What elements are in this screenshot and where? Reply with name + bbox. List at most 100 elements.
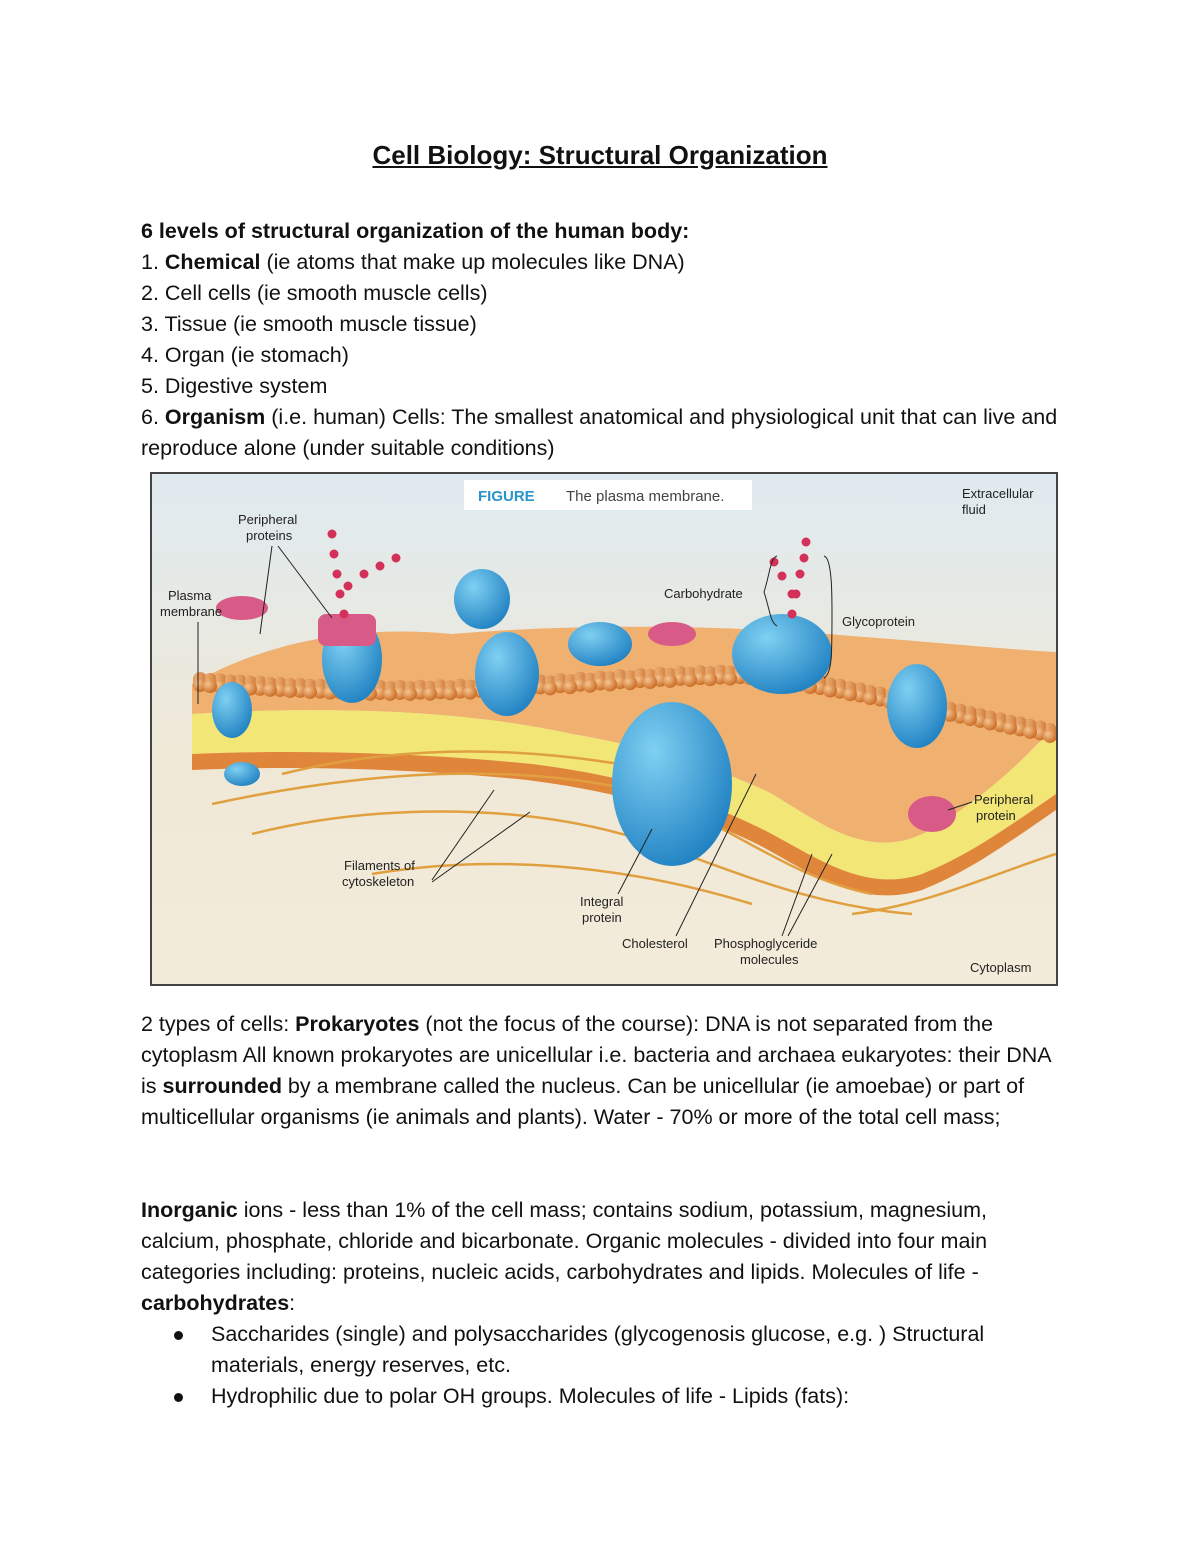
bullet-dot	[174, 1331, 183, 1340]
label-filaments-1: Filaments of	[344, 858, 415, 873]
label-phospho-2: molecules	[740, 952, 799, 967]
label-peripheral-top-2: proteins	[246, 528, 293, 543]
integral-protein	[612, 702, 732, 866]
protein-left-small	[212, 682, 252, 738]
sugar-unit	[799, 553, 809, 563]
leader-peripheral-2	[277, 545, 333, 619]
leader-filaments-2	[431, 811, 531, 883]
phospholipid-head	[563, 680, 577, 695]
bullet-item: Hydrophilic due to polar OH groups. Mole…	[141, 1381, 1071, 1412]
cell-types-paragraph: 2 types of cells: Prokaryotes (not the f…	[141, 1012, 1051, 1129]
phospholipid-head	[863, 691, 877, 706]
level-item-1: 1. Chemical (ie atoms that make up molec…	[141, 250, 685, 274]
leader-phospho-2	[787, 853, 833, 937]
phospholipid-head	[303, 684, 317, 699]
carbohydrate-chains	[327, 529, 811, 619]
phospholipid-head	[1043, 728, 1056, 743]
phospholipid-head	[963, 712, 977, 727]
hydrophobic-core	[192, 710, 1056, 880]
leader-filaments-1	[431, 789, 495, 881]
peripheral-protein-left	[216, 596, 268, 620]
peripheral-protein-top	[318, 614, 376, 646]
phospholipid-head	[583, 678, 597, 693]
level-item-4: 4. Organ (ie stomach)	[141, 343, 349, 367]
bullet-item: Saccharides (single) and polysaccharides…	[141, 1319, 1071, 1381]
phospholipid-head	[663, 673, 677, 688]
protein-left-bottom	[224, 762, 260, 786]
sugar-unit	[335, 589, 345, 599]
phospholipid-head	[423, 686, 437, 701]
label-extracellular-1: Extracellular	[962, 486, 1034, 501]
level-item-3: 3. Tissue (ie smooth muscle tissue)	[141, 312, 477, 336]
label-cytoplasm: Cytoplasm	[970, 960, 1031, 975]
phospholipid-head	[983, 716, 997, 731]
bullet-dot	[174, 1393, 183, 1402]
phospholipid-head	[403, 686, 417, 701]
protein-right	[887, 664, 947, 748]
sugar-unit	[339, 609, 349, 619]
sugar-unit	[332, 569, 342, 579]
peripheral-protein-right	[908, 796, 956, 832]
membrane-diagram: FIGURE The plasma membrane. Extracellula…	[152, 474, 1056, 984]
phospholipid-head	[463, 685, 477, 700]
label-glycoprotein: Glycoprotein	[842, 614, 915, 629]
sugar-unit	[343, 581, 353, 591]
leader-peripheral-1	[259, 545, 273, 635]
bracket-carbohydrate	[763, 555, 778, 627]
phospholipid-head	[603, 677, 617, 692]
label-cholesterol: Cholesterol	[622, 936, 688, 951]
sugar-unit	[329, 549, 339, 559]
phospholipid-head	[203, 679, 217, 693]
protein-globular-3	[568, 622, 632, 666]
label-plasma-membrane-2: membrane	[160, 604, 222, 619]
leader-cholesterol	[675, 773, 757, 937]
phospholipid-head	[723, 671, 737, 686]
levels-section: 6 levels of structural organization of t…	[141, 216, 1071, 464]
label-integral-1: Integral	[580, 894, 623, 909]
phospholipid-head	[843, 687, 857, 702]
sugar-unit	[375, 561, 385, 571]
level-item-6: 6. Organism (i.e. human) Cells: The smal…	[141, 405, 1058, 460]
sugar-unit	[359, 569, 369, 579]
protein-globular-1	[454, 569, 510, 629]
label-integral-2: protein	[582, 910, 622, 925]
phospholipid-head	[703, 672, 717, 687]
label-plasma-membrane-1: Plasma	[168, 588, 212, 603]
sugar-unit	[391, 553, 401, 563]
phospholipid-head	[383, 686, 397, 701]
leader-peripheral-right	[947, 801, 973, 811]
sugar-unit	[327, 529, 337, 539]
label-peripheral-right-2: protein	[976, 808, 1016, 823]
phospholipid-head	[643, 674, 657, 689]
sugar-unit	[769, 557, 779, 567]
inorganic-paragraph: Inorganic ions - less than 1% of the cel…	[141, 1198, 988, 1315]
level-item-5: 5. Digestive system	[141, 374, 328, 398]
level-item-2: 2. Cell cells (ie smooth muscle cells)	[141, 281, 488, 305]
phospholipid-head	[443, 686, 457, 701]
figure-caption: The plasma membrane.	[566, 488, 724, 505]
carbohydrate-bullets: Saccharides (single) and polysaccharides…	[141, 1319, 1071, 1412]
plasma-membrane-figure: FIGURE The plasma membrane. Extracellula…	[150, 472, 1058, 986]
leader-phospho-1	[781, 853, 813, 937]
sugar-unit	[787, 589, 797, 599]
sugar-unit	[777, 571, 787, 581]
peripheral-protein-mid	[648, 622, 696, 646]
label-filaments-2: cytoskeleton	[342, 874, 414, 889]
label-carbohydrate: Carbohydrate	[664, 586, 743, 601]
label-phospho-1: Phosphoglyceride	[714, 936, 817, 951]
protein-globular-2	[475, 632, 539, 716]
sugar-unit	[795, 569, 805, 579]
phospholipid-head	[543, 681, 557, 696]
phospholipid-head	[823, 683, 837, 698]
label-peripheral-top-1: Peripheral	[238, 512, 297, 527]
page-title: Cell Biology: Structural Organization	[372, 140, 828, 170]
sugar-unit	[787, 609, 797, 619]
figure-tag: FIGURE	[478, 488, 535, 505]
label-extracellular-2: fluid	[962, 502, 986, 517]
phospholipid-head	[1023, 724, 1037, 739]
caption-box	[464, 480, 752, 510]
phospholipid-head	[283, 683, 297, 698]
label-peripheral-right-1: Peripheral	[974, 792, 1033, 807]
phospholipid-head	[623, 676, 637, 691]
